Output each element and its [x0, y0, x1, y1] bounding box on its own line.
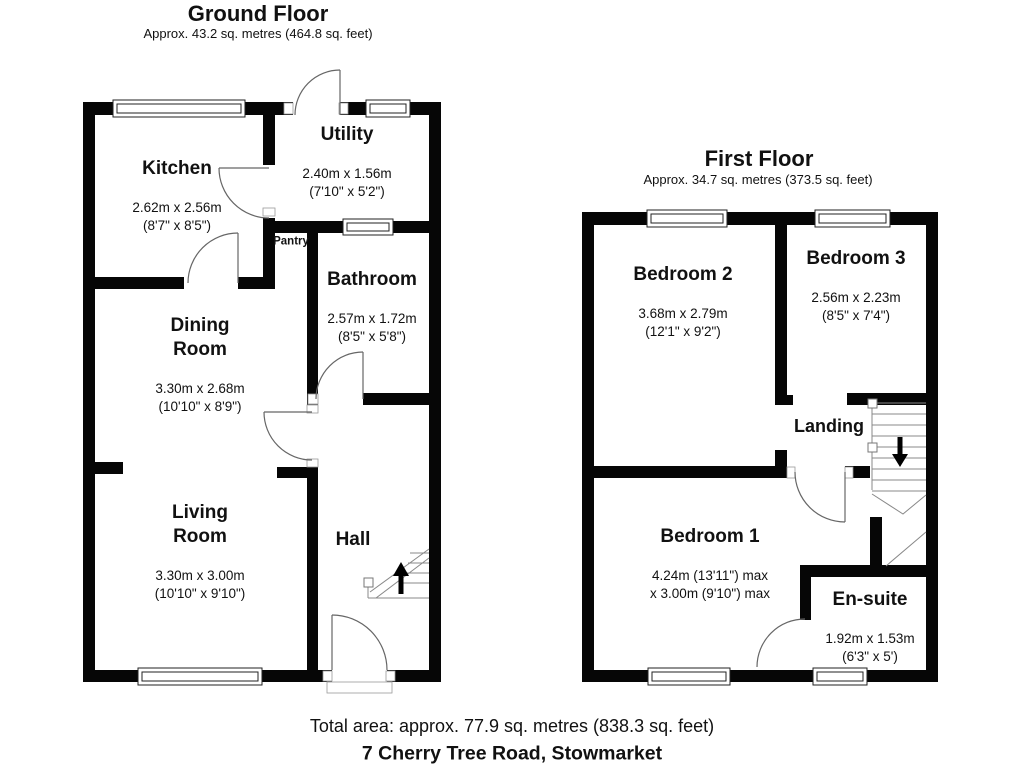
room-dims: 3.30m x 3.00m (10'10" x 9'10")	[154, 567, 246, 601]
room-dims: 2.62m x 2.56m (8'7" x 8'5")	[132, 199, 222, 233]
room-name: En-suite	[832, 588, 908, 610]
first-floor-plan	[582, 209, 938, 686]
total-area-text: Total area: approx. 77.9 sq. metres (838…	[309, 716, 715, 737]
room-label-bathroom: Bathroom 2.57m x 1.72m (8'5" x 5'8")	[327, 250, 417, 364]
window-icon	[646, 209, 728, 228]
door-bathroom	[315, 351, 364, 400]
room-label-kitchen: Kitchen 2.62m x 2.56m (8'7" x 8'5")	[132, 139, 221, 253]
room-name: Bedroom 2	[633, 263, 733, 285]
room-name: Bedroom 1	[660, 525, 760, 547]
door-dining-hall	[263, 411, 313, 461]
door-bedroom1	[794, 471, 846, 523]
first-floor-door-jambs	[786, 466, 854, 479]
window-icon	[365, 99, 411, 118]
first-floor-stairs	[867, 398, 927, 567]
first-floor-doors	[756, 471, 846, 668]
first-floor-subtitle: Approx. 34.7 sq. metres (373.5 sq. feet)	[643, 171, 873, 187]
door-front-top	[294, 69, 341, 116]
room-label-ensuite: En-suite 1.92m x 1.53m (6'3" x 5')	[825, 570, 914, 684]
room-dims: 4.24m (13'11") max x 3.00m (9'10") max	[650, 567, 770, 601]
room-dims: 2.56m x 2.23m (8'5" x 7'4")	[811, 289, 901, 323]
room-dims: 3.30m x 2.68m (10'10" x 8'9")	[155, 380, 245, 414]
window-icon	[342, 218, 394, 236]
room-label-utility: Utility 2.40m x 1.56m (7'10" x 5'2")	[302, 105, 391, 219]
first-floor-title: First Floor	[704, 145, 814, 171]
room-dims: 2.40m x 1.56m (7'10" x 5'2")	[302, 165, 392, 199]
door-kitchen-utility	[218, 167, 270, 219]
window-icon	[112, 99, 246, 118]
door-ensuite	[756, 618, 806, 668]
window-icon	[814, 209, 891, 228]
stairs-up-arrow-icon	[393, 562, 409, 594]
room-label-bedroom3: Bedroom 3 2.56m x 2.23m (8'5" x 7'4")	[806, 229, 905, 343]
ground-floor-doors	[187, 69, 388, 671]
room-label-dining-room: Dining Room 3.30m x 2.68m (10'10" x 8'9"…	[155, 296, 244, 434]
window-icon	[137, 667, 263, 686]
room-label-bedroom2: Bedroom 2 3.68m x 2.79m (12'1" x 9'2")	[633, 245, 732, 359]
room-label-hall: Hall	[335, 529, 371, 551]
room-label-living-room: Living Room 3.30m x 3.00m (10'10" x 9'10…	[155, 483, 246, 621]
window-icon	[812, 667, 868, 686]
door-kitchen-dining	[187, 232, 239, 284]
room-name: Utility	[320, 123, 374, 145]
ground-floor-windows	[112, 99, 411, 686]
room-name: Bathroom	[327, 268, 417, 290]
room-dims: 1.92m x 1.53m (6'3" x 5')	[825, 630, 915, 664]
room-label-bedroom1: Bedroom 1 4.24m (13'11") max x 3.00m (9'…	[650, 507, 770, 621]
room-dims: 3.68m x 2.79m (12'1" x 9'2")	[638, 305, 728, 339]
ground-floor-plan	[83, 69, 441, 694]
stairs-down-arrow-icon	[892, 437, 908, 467]
first-floor-windows	[646, 209, 891, 686]
room-name: Dining Room	[170, 315, 230, 360]
room-name: Living Room	[172, 502, 228, 547]
room-dims: 2.57m x 1.72m (8'5" x 5'8")	[327, 310, 417, 344]
ground-floor-subtitle: Approx. 43.2 sq. metres (464.8 sq. feet)	[143, 25, 373, 41]
window-icon	[647, 667, 731, 686]
ground-floor-title: Ground Floor	[187, 0, 329, 26]
ground-floor-door-jambs	[262, 102, 396, 694]
door-hall-front	[331, 614, 388, 671]
property-address: 7 Cherry Tree Road, Stowmarket	[361, 742, 663, 765]
room-label-landing: Landing	[794, 415, 864, 436]
room-name: Kitchen	[142, 157, 212, 179]
room-name: Bedroom 3	[806, 247, 906, 269]
room-label-pantry: Pantry	[273, 235, 309, 248]
